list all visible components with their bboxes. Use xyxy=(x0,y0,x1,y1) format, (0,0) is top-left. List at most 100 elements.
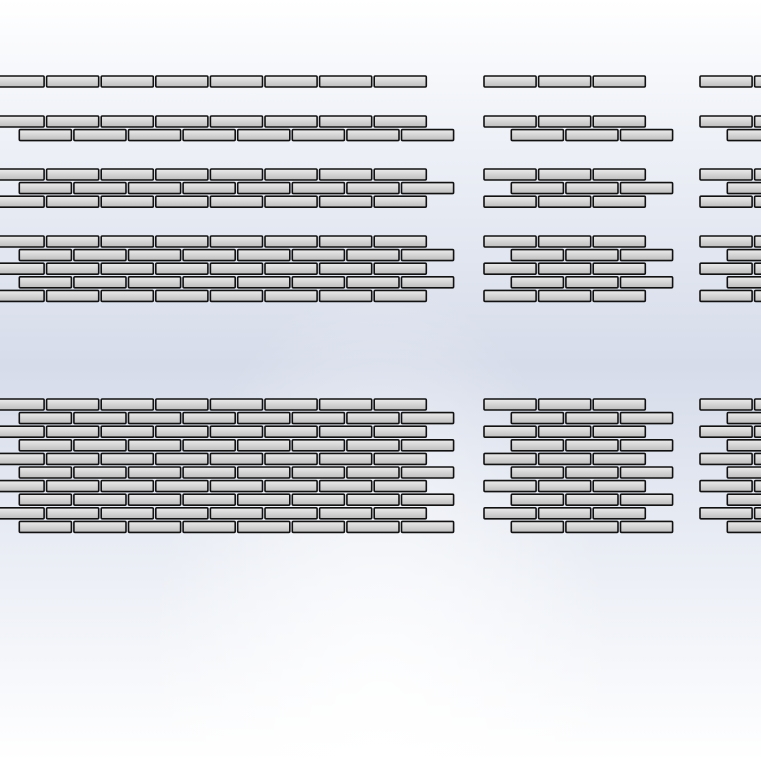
brick xyxy=(346,248,400,262)
brick xyxy=(753,452,761,466)
brick xyxy=(400,275,455,289)
brick xyxy=(45,262,100,276)
brick xyxy=(510,181,565,195)
brick xyxy=(100,115,155,128)
brick xyxy=(346,438,400,452)
brick xyxy=(592,289,647,303)
brick xyxy=(510,128,565,142)
brick xyxy=(45,75,100,88)
brick xyxy=(483,289,537,303)
brick xyxy=(537,479,592,493)
brick xyxy=(291,493,346,507)
brick xyxy=(209,168,264,181)
brick xyxy=(182,466,237,479)
brick xyxy=(18,128,73,142)
brick xyxy=(373,398,428,411)
brick xyxy=(155,262,209,276)
brick xyxy=(18,520,73,534)
brick xyxy=(318,168,373,181)
brick xyxy=(373,506,428,520)
brick xyxy=(537,398,592,411)
brick xyxy=(619,520,674,534)
brick xyxy=(400,520,455,534)
brick xyxy=(73,128,127,142)
brick xyxy=(753,479,761,493)
brick xyxy=(18,275,73,289)
brick xyxy=(346,181,400,195)
brick xyxy=(209,262,264,276)
brick xyxy=(100,479,155,493)
brick xyxy=(0,425,45,438)
brick xyxy=(483,168,537,181)
brick xyxy=(155,235,209,248)
brick xyxy=(592,168,647,181)
brick xyxy=(699,452,753,466)
brick xyxy=(127,275,182,289)
brick xyxy=(699,168,753,181)
brick xyxy=(318,115,373,128)
brick xyxy=(483,398,537,411)
brick xyxy=(18,438,73,452)
brick xyxy=(592,115,647,128)
brick xyxy=(0,289,45,303)
brick xyxy=(592,398,647,411)
brick xyxy=(400,438,455,452)
brick xyxy=(264,425,318,439)
brick xyxy=(699,425,753,439)
brick xyxy=(264,168,318,181)
brick xyxy=(209,425,264,439)
brick xyxy=(483,479,537,493)
brick xyxy=(619,248,674,262)
brick xyxy=(45,425,100,439)
brick xyxy=(483,235,537,248)
brick xyxy=(209,195,264,208)
brick xyxy=(45,289,100,303)
brick xyxy=(373,425,428,439)
brick xyxy=(209,75,264,88)
brick xyxy=(726,128,761,142)
brick xyxy=(592,425,647,439)
brick xyxy=(753,507,761,520)
brick xyxy=(264,452,318,466)
brick xyxy=(0,507,45,520)
brick xyxy=(45,235,100,248)
brick xyxy=(291,438,346,452)
brick xyxy=(236,411,291,425)
brick xyxy=(619,493,674,507)
brick xyxy=(155,75,209,88)
brick xyxy=(510,466,565,479)
brick xyxy=(264,262,318,276)
brick xyxy=(726,411,761,425)
brick xyxy=(565,181,619,195)
brick xyxy=(209,115,264,128)
brick xyxy=(483,425,537,439)
brick xyxy=(155,425,209,439)
brick xyxy=(537,262,592,276)
brick xyxy=(753,262,761,275)
brick xyxy=(100,195,155,208)
brick xyxy=(726,248,761,262)
brick xyxy=(510,438,565,452)
brick xyxy=(753,398,761,411)
brick xyxy=(18,493,73,507)
brick xyxy=(182,275,237,289)
brick xyxy=(127,411,182,425)
brick xyxy=(565,248,619,262)
brick xyxy=(373,452,428,466)
brick xyxy=(346,493,400,507)
brick xyxy=(592,75,647,88)
brick xyxy=(100,75,155,88)
brick xyxy=(510,275,565,289)
brick xyxy=(537,75,592,88)
brick xyxy=(346,128,400,142)
brick xyxy=(45,115,100,128)
brick xyxy=(73,275,127,289)
brick xyxy=(537,168,592,181)
brick xyxy=(73,438,127,452)
brick xyxy=(45,452,100,466)
brick xyxy=(373,235,428,248)
brick xyxy=(699,289,753,303)
brick xyxy=(236,520,291,534)
brick xyxy=(510,411,565,425)
brick xyxy=(100,168,155,181)
